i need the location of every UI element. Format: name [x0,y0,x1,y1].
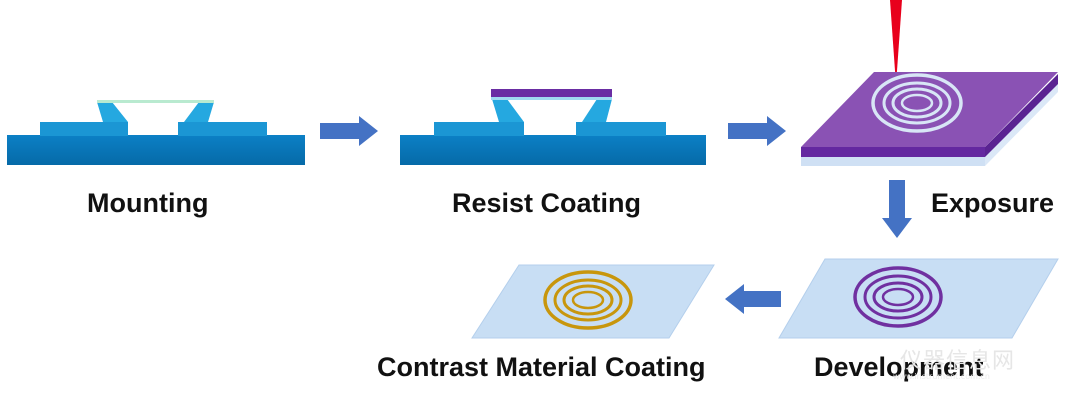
mounting-label: Mounting [87,188,209,218]
right-pedestal [178,122,267,136]
resist-highlight [491,97,612,100]
plate-base-right [985,82,1058,166]
resist-top [801,72,1058,147]
development-stage [778,258,1059,339]
left-pedestal [40,122,128,136]
development-label: Development [814,352,984,382]
watermark-url: www.instrument.com.cn [893,372,990,381]
development-plate [778,258,1059,339]
left-support [97,102,128,122]
arrow-right-2 [728,116,786,146]
mounting-stage [7,100,305,165]
plate-base-side [801,155,985,166]
resist-coating-label: Resist Coating [452,188,642,218]
left-support [492,99,524,122]
exposed-rings [871,73,963,133]
developed-rings [853,266,943,328]
resist-side [801,147,985,157]
right-pedestal [576,122,666,136]
watermark: 仪器信息网 [900,349,1016,374]
arrow-down [882,180,912,238]
right-support [184,102,214,122]
exposure-stage [801,0,1058,166]
resist-coating-stage [400,89,706,165]
contrast-plate [471,264,715,339]
resist-right [985,74,1058,157]
contrast-coating-stage [471,264,715,339]
contrast-rings [543,270,633,330]
substrate [400,135,706,165]
arrow-left [725,284,781,314]
laser-beam [890,0,902,85]
contrast-coating-label: Contrast Material Coating [377,352,706,382]
arrow-right-1 [320,116,378,146]
resist-layer [491,89,612,98]
substrate [7,135,305,165]
exposure-label: Exposure [931,188,1055,218]
membrane [97,100,214,103]
right-support [582,99,612,122]
left-pedestal [434,122,524,136]
